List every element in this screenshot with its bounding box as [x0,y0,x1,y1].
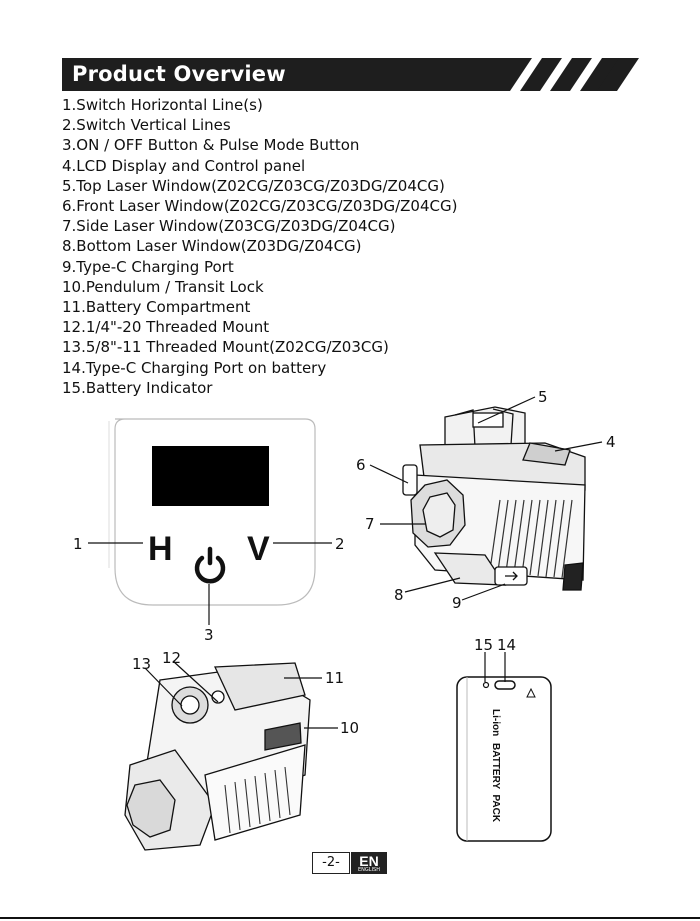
feature-item: 9.Type-C Charging Port [62,257,234,276]
feature-item: 6.Front Laser Window(Z02CG/Z03CG/Z03DG/Z… [62,197,458,216]
battery-pack-illustration: Li-ion BATTERY PACK [456,676,552,842]
h-button-label: H [148,530,173,568]
feature-item: 12.1/4"-20 Threaded Mount [62,318,270,337]
feature-item: 14.Type-C Charging Port on battery [62,358,327,377]
lcd-display [152,446,269,506]
callout-label: 9 [452,594,462,612]
callout-label: 14 [497,636,517,654]
callout-label: 8 [394,586,404,604]
warning-triangle-icon [526,687,536,698]
laser-level-top-view-illustration [124,662,311,851]
callout-label: 1 [73,535,83,553]
feature-list: 1.Switch Horizontal Line(s) 2.Switch Ver… [62,95,457,398]
language-badge: EN ENGLISH [351,852,387,874]
feature-item: 11.Battery Compartment [62,298,251,317]
callout-label: 3 [204,626,214,644]
callout-label: 7 [365,515,375,533]
laser-level-illustration [402,406,586,591]
callout-label: 6 [356,456,366,474]
callout-label: 13 [132,655,152,673]
feature-item: 4.LCD Display and Control panel [62,156,306,175]
feature-item: 8.Bottom Laser Window(Z03DG/Z04CG) [62,237,362,256]
power-icon [194,546,226,584]
callout-label: 2 [335,535,345,553]
battery-pack-label: BATTERY PACK [490,743,501,823]
language-code: EN [359,853,379,869]
feature-item: 13.5/8"-11 Threaded Mount(Z02CG/Z03CG) [62,338,389,357]
feature-item: 7.Side Laser Window(Z03CG/Z03DG/Z04CG) [62,217,396,236]
footer-divider [0,917,700,919]
section-header: Product Overview [62,58,639,91]
battery-liion-label: Li-ion [490,709,501,736]
control-panel-illustration: H V [108,418,316,606]
feature-item: 5.Top Laser Window(Z02CG/Z03CG/Z03DG/Z04… [62,176,445,195]
feature-item: 15.Battery Indicator [62,378,213,397]
callout-label: 11 [325,669,345,687]
battery-body [456,676,552,842]
header-background [62,58,639,91]
callout-label: 5 [538,388,548,406]
v-button-label: V [247,530,270,568]
feature-item: 10.Pendulum / Transit Lock [62,277,264,296]
callout-label: 4 [606,433,616,451]
callout-label: 10 [340,719,360,737]
feature-item: 2.Switch Vertical Lines [62,116,231,135]
language-name: ENGLISH [358,867,380,873]
feature-item: 1.Switch Horizontal Line(s) [62,96,263,114]
callout-label: 12 [162,649,182,667]
battery-indicator-dot [482,681,490,689]
feature-item: 3.ON / OFF Button & Pulse Mode Button [62,136,360,155]
callout-label: 15 [474,636,494,654]
page-number: -2- [312,852,350,874]
page-title: Product Overview [72,62,286,86]
